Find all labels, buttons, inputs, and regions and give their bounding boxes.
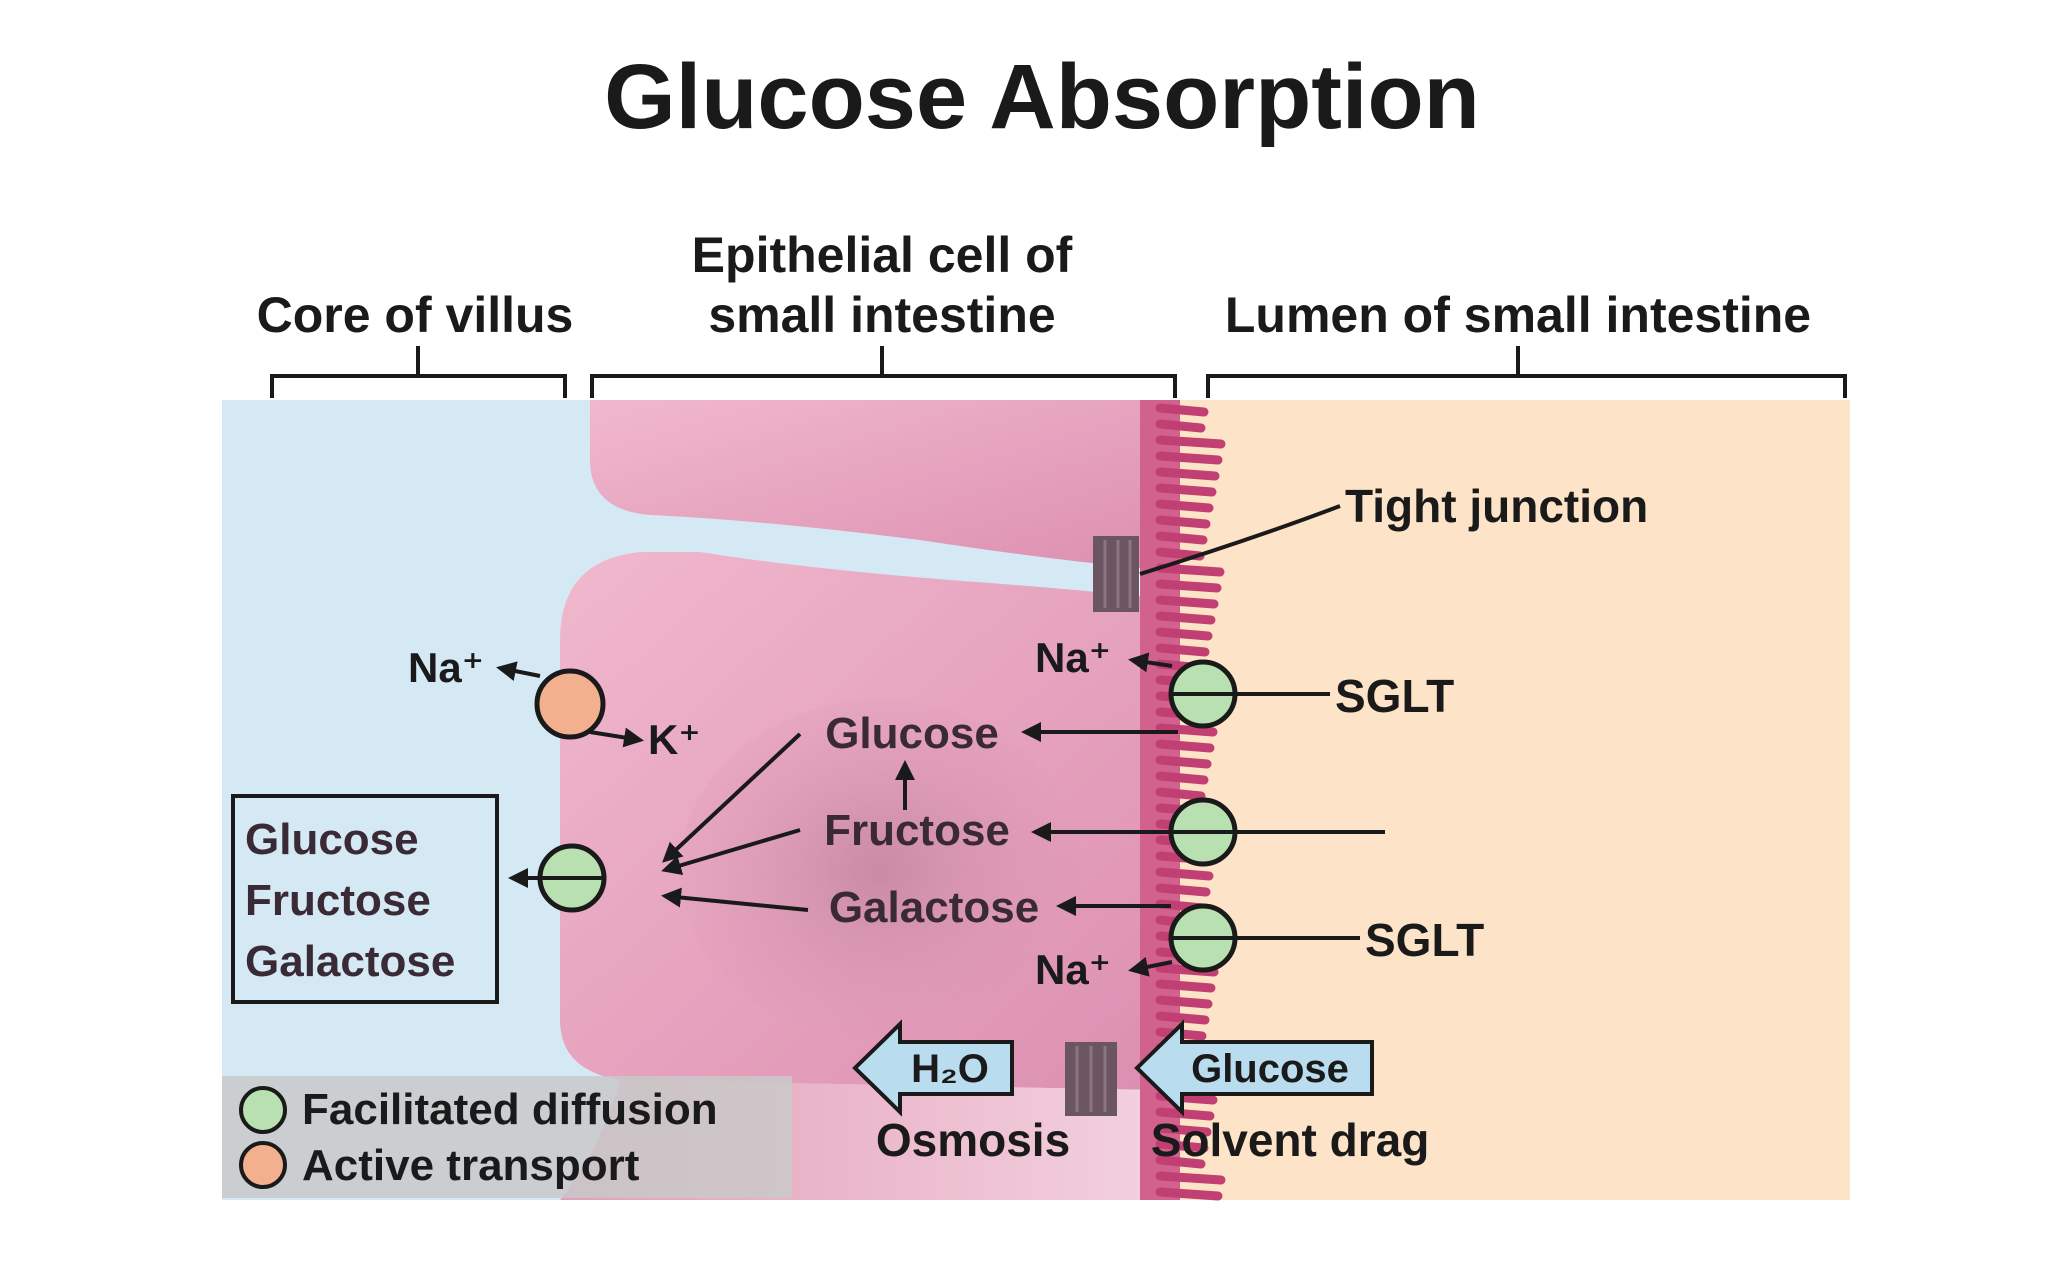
bracket-epithelial	[590, 346, 1177, 398]
microvillus	[1155, 1155, 1206, 1169]
bracket-core	[270, 346, 567, 398]
na-k-pump	[534, 668, 606, 740]
exported-sugars-box	[231, 794, 499, 1004]
microvillus	[1155, 787, 1206, 801]
sglt-label-top: SGLT	[1335, 670, 1454, 722]
microvillus	[1155, 755, 1212, 769]
nucleus	[680, 700, 1080, 1040]
sglt-label-bottom: SGLT	[1365, 914, 1484, 966]
microvillus	[1155, 883, 1211, 897]
legend-swatch-facilitated-diffusion	[239, 1086, 287, 1134]
microvillus	[1155, 1171, 1226, 1185]
legend-swatch-active-transport	[239, 1141, 287, 1189]
bracket-lumen	[1206, 346, 1847, 398]
glut-transporter-basolateral	[537, 843, 607, 913]
region-label-epithelial-line1: Epithelial cell of	[692, 227, 1073, 283]
legend-label-facilitated-diffusion: Facilitated diffusion	[302, 1085, 718, 1134]
water-osmosis-arrow	[852, 1019, 1014, 1117]
microvillus	[1155, 403, 1209, 417]
microvillus	[1155, 995, 1213, 1009]
tight-junction-leader	[1139, 504, 1341, 576]
microvillus	[1155, 1123, 1212, 1137]
microvillus	[1155, 723, 1218, 737]
tight-junction	[1093, 536, 1139, 612]
microvillus	[1155, 643, 1210, 657]
microvillus	[1155, 483, 1217, 497]
microvillus	[1155, 1011, 1210, 1025]
solvent-drag-label: Solvent drag	[1151, 1114, 1430, 1166]
na-ion-basolateral: Na⁺	[408, 644, 484, 691]
microvillus	[1155, 867, 1214, 881]
microvillus	[1155, 419, 1206, 433]
legend-box	[222, 1076, 792, 1198]
k-ion-basolateral: K⁺	[648, 716, 701, 763]
tight-junction-label: Tight junction	[1345, 480, 1648, 532]
exported-sugar-galactose: Galactose	[245, 937, 455, 986]
microvillus	[1155, 611, 1216, 625]
exported-sugar-glucose: Glucose	[245, 815, 419, 864]
microvillus	[1155, 435, 1226, 449]
glucose-solvent-drag-arrow	[1134, 1019, 1374, 1117]
neighbor-cell	[590, 400, 1160, 570]
microvillus	[1155, 979, 1216, 993]
legend-label-active-transport: Active transport	[302, 1141, 640, 1190]
microvillus	[1155, 1139, 1209, 1153]
microvillus	[1155, 595, 1219, 609]
microvillus	[1155, 563, 1225, 577]
na-ion-apical-bottom: Na⁺	[1035, 946, 1111, 993]
region-label-epithelial-line2: small intestine	[708, 287, 1055, 343]
microvillus	[1155, 579, 1222, 593]
microvillus	[1155, 1187, 1223, 1201]
sglt-transporter-top	[1168, 659, 1238, 729]
microvillus	[1155, 467, 1220, 481]
sglt-transporter-bottom	[1168, 903, 1238, 973]
exported-sugar-fructose: Fructose	[245, 876, 431, 925]
fructose-transporter	[1168, 797, 1238, 867]
microvillus	[1155, 515, 1211, 529]
solvent-drag-glucose-label: Glucose	[1191, 1047, 1349, 1091]
osmosis-label: Osmosis	[876, 1114, 1070, 1166]
region-label-lumen: Lumen of small intestine	[1225, 287, 1811, 343]
region-brackets	[270, 346, 1847, 398]
microvillus	[1155, 627, 1213, 641]
microvillus	[1155, 531, 1208, 545]
cell-sugar-galactose: Galactose	[829, 883, 1039, 932]
microvillus	[1155, 739, 1215, 753]
region-label-core: Core of villus	[257, 287, 574, 343]
diagram-title: Glucose Absorption	[604, 46, 1480, 148]
na-ion-apical-top: Na⁺	[1035, 634, 1111, 681]
h2o-label: H₂O	[911, 1047, 989, 1091]
microvillus	[1155, 771, 1209, 785]
cell-sugar-glucose: Glucose	[825, 709, 999, 758]
microvillus	[1155, 451, 1223, 465]
microvillus	[1155, 499, 1214, 513]
microvillus	[1155, 1107, 1215, 1121]
cell-sugar-fructose: Fructose	[824, 806, 1010, 855]
